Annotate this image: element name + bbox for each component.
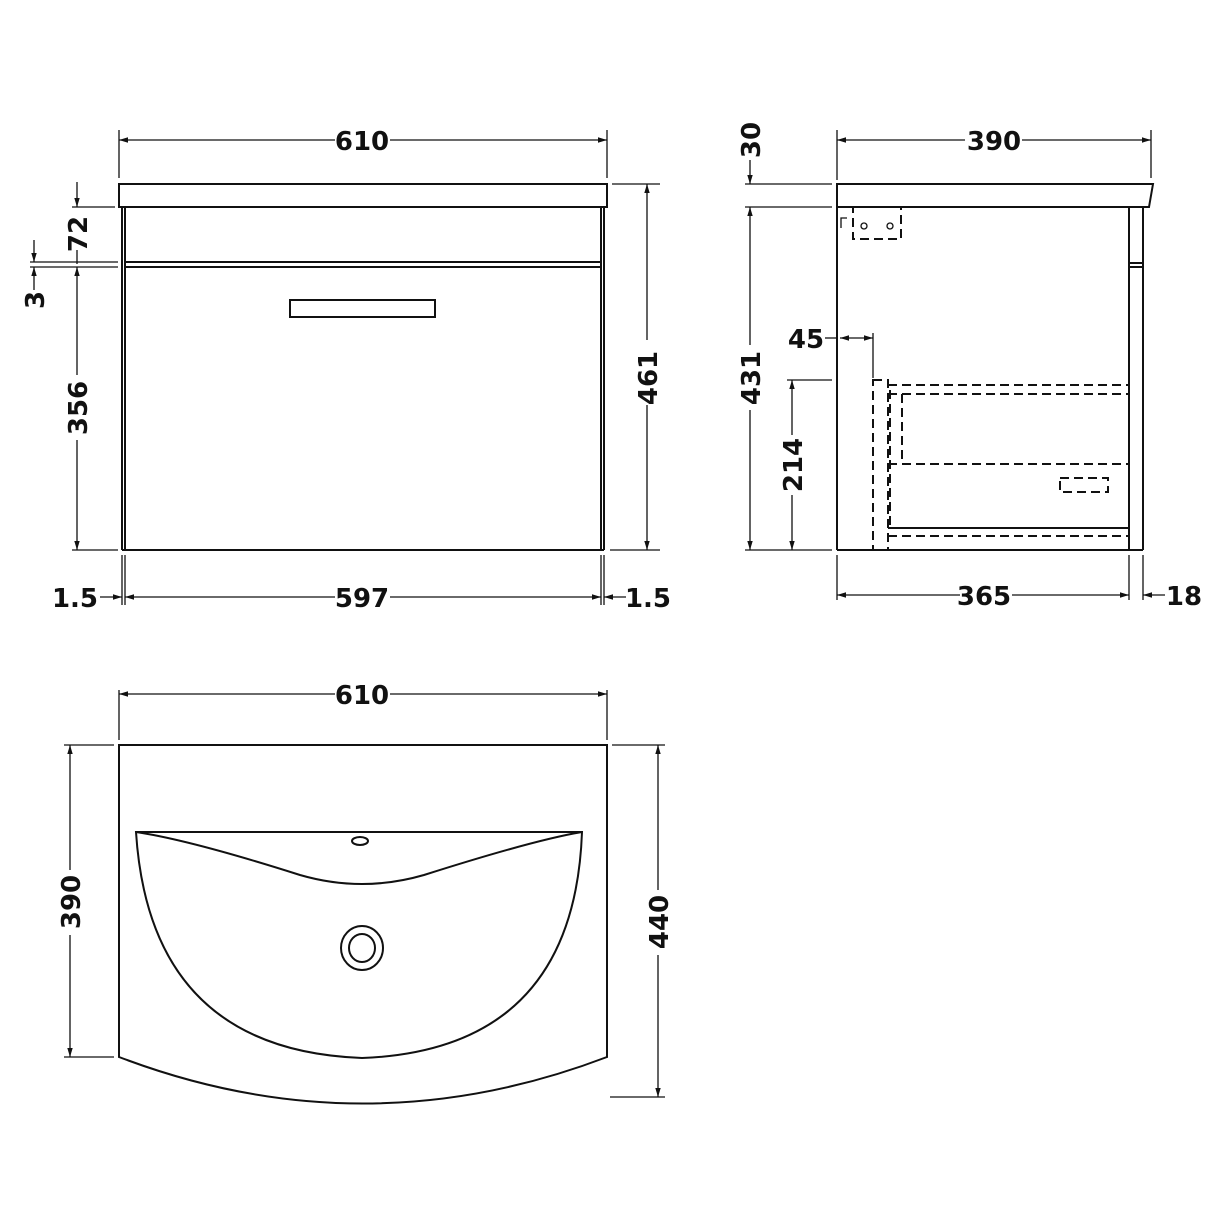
plan-view: 610 390 440 [57, 681, 675, 1105]
dim-side-front-thickness: 18 [1166, 582, 1202, 612]
waste-inner [348, 933, 376, 963]
basin-bowl-rim [135, 831, 583, 885]
dim-side-cabinet-depth: 365 [957, 582, 1011, 612]
dim-plan-depth-centre: 440 [645, 895, 675, 949]
drawer-handle [289, 299, 436, 318]
front-elevation-view: 610 72 3 356 461 1.5 597 1.5 [21, 127, 671, 614]
dim-front-top-band: 72 [64, 216, 94, 252]
dim-front-gap: 3 [21, 291, 51, 309]
dim-front-width: 610 [335, 127, 389, 157]
waste-outer [340, 925, 384, 971]
basin-bowl [134, 831, 584, 1060]
side-basin-slab [836, 183, 1155, 208]
dim-plan-width: 610 [335, 681, 389, 711]
wall-bracket [852, 206, 902, 240]
side-elevation-view: 390 30 431 45 214 365 18 [737, 122, 1202, 612]
dim-front-side-left: 1.5 [52, 584, 98, 614]
tap-hole [351, 836, 369, 846]
front-basin-slab [118, 183, 608, 208]
dim-side-drawer-inset: 45 [788, 325, 824, 355]
dim-front-side-right: 1.5 [625, 584, 671, 614]
basin-outline [118, 744, 608, 1105]
drawer-runner-slot [1059, 477, 1109, 493]
dim-front-drawer-height: 356 [64, 381, 94, 435]
dim-side-cabinet-height: 431 [737, 351, 767, 405]
dim-side-drawer-box-height: 214 [779, 438, 809, 492]
dim-side-basin-thickness: 30 [737, 122, 767, 158]
dim-front-overall-height: 461 [634, 351, 664, 405]
dim-plan-depth-sides: 390 [57, 875, 87, 929]
dim-side-basin-depth: 390 [967, 127, 1021, 157]
dim-front-inner-width: 597 [335, 584, 389, 614]
drawer-back [872, 379, 889, 551]
